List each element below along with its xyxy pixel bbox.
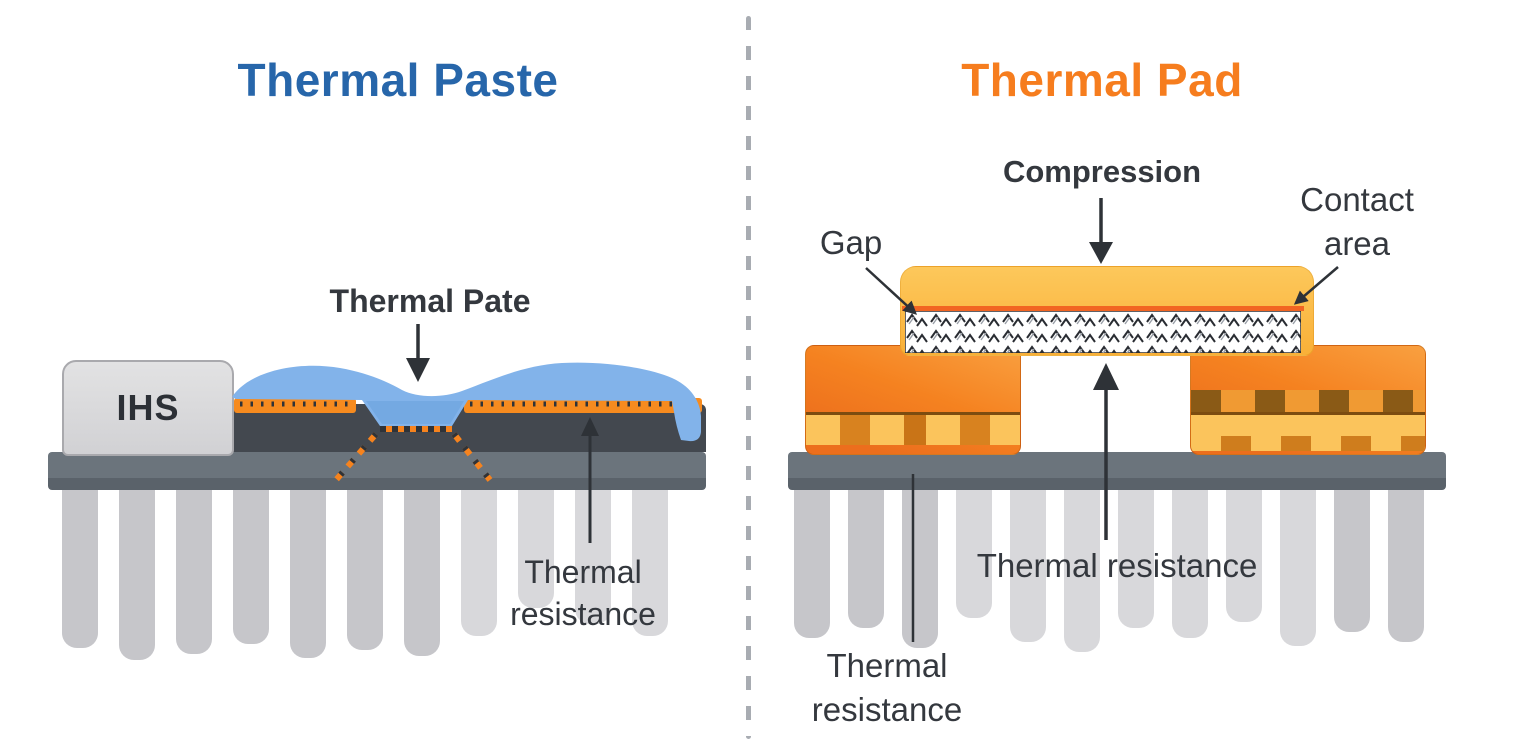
heatsink-fin <box>575 486 611 624</box>
heatsink-fin <box>461 486 497 636</box>
chip-stripe-band <box>806 412 1020 445</box>
heatsink-baseplate <box>788 452 1446 490</box>
heatsink-fin <box>1388 486 1424 642</box>
heatsink-fin <box>794 486 830 638</box>
compression-label: Compression <box>1002 154 1202 189</box>
resistance-label-right-bottom-line2: resistance <box>811 690 963 728</box>
heatsink-fin <box>956 486 992 618</box>
heatsink-fin <box>632 486 668 636</box>
heatsink-fin <box>290 486 326 658</box>
resistance-label-right-top: Thermal resistance <box>976 547 1258 584</box>
cpu-die-block <box>230 404 706 452</box>
heatsink-baseplate <box>48 452 706 490</box>
resistance-label-left-line2: resistance <box>510 596 656 633</box>
chip-stripe-band <box>1191 390 1425 412</box>
heatsink-fin <box>1118 486 1154 628</box>
heatsink-fin <box>233 486 269 644</box>
contact-area-line <box>902 306 1304 311</box>
ihs-label: IHS <box>116 387 180 428</box>
heatsink-fin <box>1280 486 1316 646</box>
resistance-label-right-bottom-line1: Thermal <box>826 647 948 684</box>
contact-area-label: Contact area <box>1300 178 1414 265</box>
heatsink-fin <box>1172 486 1208 638</box>
resistance-label-right-bottom: Thermal resistance <box>812 644 962 731</box>
contact-area-label-line2: area <box>1323 224 1391 262</box>
pad-crosshatch-layer <box>905 311 1301 353</box>
heatsink-fin <box>119 486 155 660</box>
heatsink-fin <box>1064 486 1100 652</box>
heatsink-fin <box>1010 486 1046 642</box>
resistance-label-left-line1: Thermal <box>524 554 642 590</box>
heatsink-fin <box>347 486 383 650</box>
heatsink-fin <box>176 486 212 654</box>
thermal-paste-title: Thermal Paste <box>237 53 559 106</box>
resistance-label-left: Thermal resistance <box>510 551 656 635</box>
thermal-pad-title: Thermal Pad <box>961 53 1243 106</box>
chip-block-left <box>805 345 1021 455</box>
heatsink-fin <box>848 486 884 628</box>
chip-stripe-band <box>1191 412 1425 451</box>
heatsink-fin <box>62 486 98 648</box>
panel-divider <box>746 16 751 739</box>
gap-label: Gap <box>819 224 883 261</box>
heatsink-fin <box>518 486 554 608</box>
chip-stripe-segments <box>1191 436 1425 451</box>
heatsink-fin <box>1226 486 1262 622</box>
paste-down-arrow-icon <box>406 324 430 382</box>
contact-area-label-line1: Contact <box>1300 181 1414 218</box>
heatsink-fin <box>902 486 938 648</box>
compression-down-arrow-icon <box>1089 198 1113 264</box>
paste-label: Thermal Pate <box>329 283 531 319</box>
heatsink-fin <box>404 486 440 656</box>
heatsink-fin <box>1334 486 1370 632</box>
ihs-block: IHS <box>62 360 234 456</box>
chip-block-right <box>1190 345 1426 455</box>
